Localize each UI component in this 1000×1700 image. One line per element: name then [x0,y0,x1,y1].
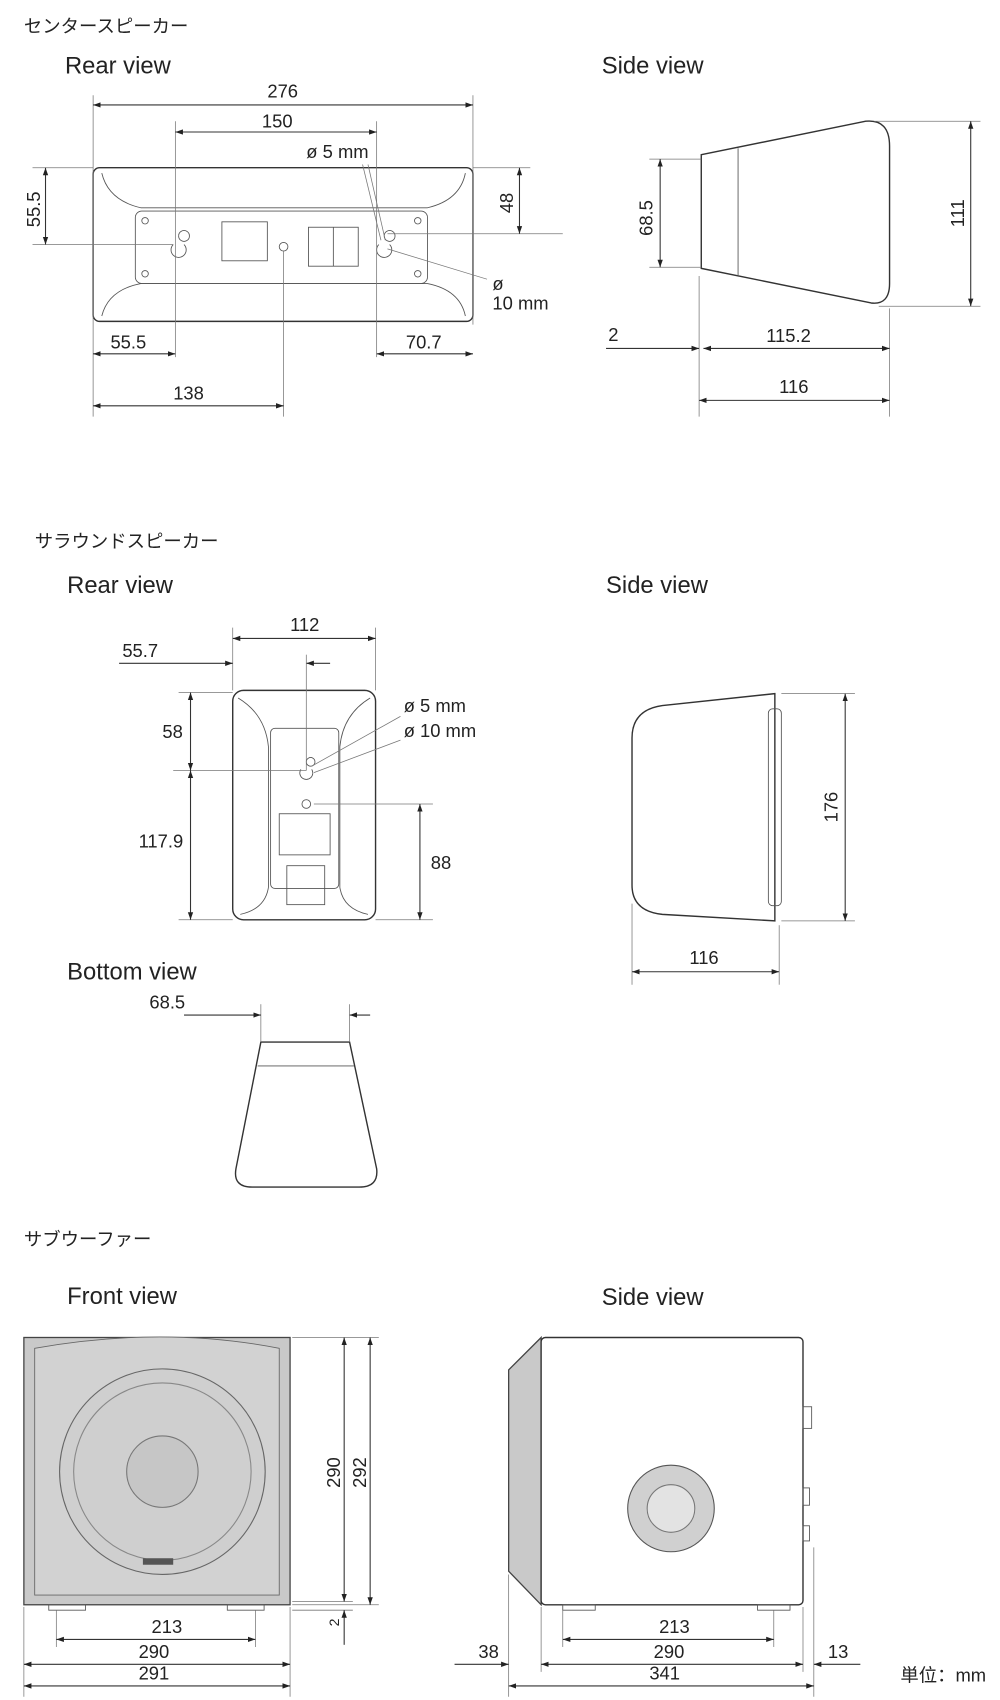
dim-sub-side-depth-total: 341 [649,1662,680,1683]
dim-sub-side-rear-offset: 13 [828,1641,848,1662]
surround-rear-view-drawing [232,689,377,921]
center-hole-small: ø 5 mm [306,141,368,162]
center-hole-large: 10 mm [492,292,548,313]
dim-center-height: 111 [947,199,968,227]
dim-center-depth-inner: 115.2 [766,325,811,346]
dim-center-left-to-center: 138 [173,382,204,403]
brand-logo-icon [142,1558,174,1565]
surround-speaker-section: サラウンドスピーカー Rear view 112 55.7 ø 5 mm ø 1… [35,532,855,1188]
keyhole-left-icon [170,230,190,258]
dim-sub-front-foot-pitch: 213 [152,1616,183,1637]
dim-center-hole-from-top: 48 [496,193,517,213]
dim-surround-width: 112 [290,614,319,635]
center-side-view-label: Side view [602,53,705,80]
subwoofer-side-view-drawing [508,1335,813,1611]
center-hole-large-symbol: ø [492,273,503,294]
dim-surround-height: 176 [821,792,842,823]
dim-surround-screw-from-bottom: 88 [431,852,451,873]
subwoofer-section: サブウーファー Front view 290 292 2 213 290 291… [23,1229,986,1697]
dim-surround-depth: 116 [689,947,718,968]
dim-center-hole-pitch: 150 [262,111,293,132]
dim-center-depth: 116 [779,376,808,397]
surround-side-view-drawing [631,692,782,922]
dim-surround-bottom-width: 68.5 [149,992,185,1013]
dim-sub-front-height-body: 290 [323,1457,344,1488]
surround-bottom-view-drawing [234,1041,378,1188]
dim-sub-front-width-body: 290 [139,1641,170,1662]
surround-side-view-label: Side view [606,572,709,599]
surround-hole-large: ø 10 mm [404,720,477,741]
dim-surround-hole-from-left: 55.7 [122,640,158,661]
dim-center-hole-height: 55.5 [23,191,44,227]
dim-sub-side-foot-pitch: 213 [659,1616,690,1637]
unit-label: 単位：mm [900,1665,986,1686]
surround-rear-view-label: Rear view [67,572,174,599]
subwoofer-front-view-drawing [23,1336,291,1611]
dim-sub-foot-height: 2 [326,1618,342,1626]
surround-bottom-view-label: Bottom view [67,958,197,985]
dim-center-back-height: 68.5 [636,200,657,236]
surround-hole-small: ø 5 mm [404,695,466,716]
surround-speaker-title: サラウンドスピーカー [35,532,219,553]
dim-surround-hole-from-top: 58 [162,721,182,742]
subwoofer-front-view-label: Front view [67,1283,178,1310]
keyhole-icon [299,757,316,780]
dim-center-right-to-hole: 70.7 [406,331,442,352]
center-speaker-title: センタースピーカー [24,16,188,37]
dim-sub-front-width-total: 291 [139,1662,170,1683]
dim-center-left-to-hole: 55.5 [110,331,146,352]
dim-sub-side-front-offset: 38 [478,1641,498,1662]
dim-center-offset: 2 [608,324,618,345]
subwoofer-title: サブウーファー [24,1229,152,1251]
center-side-view-drawing [700,120,891,304]
center-rear-view-label: Rear view [65,53,172,80]
dim-sub-side-depth-body: 290 [654,1641,685,1662]
dim-surround-hole-from-bottom: 117.9 [139,830,184,851]
dim-sub-front-height-total: 292 [349,1457,370,1488]
subwoofer-side-view-label: Side view [602,1284,705,1311]
dim-center-width: 276 [267,80,298,101]
center-speaker-section: センタースピーカー Rear view 276 150 ø 5 mm [23,16,981,417]
